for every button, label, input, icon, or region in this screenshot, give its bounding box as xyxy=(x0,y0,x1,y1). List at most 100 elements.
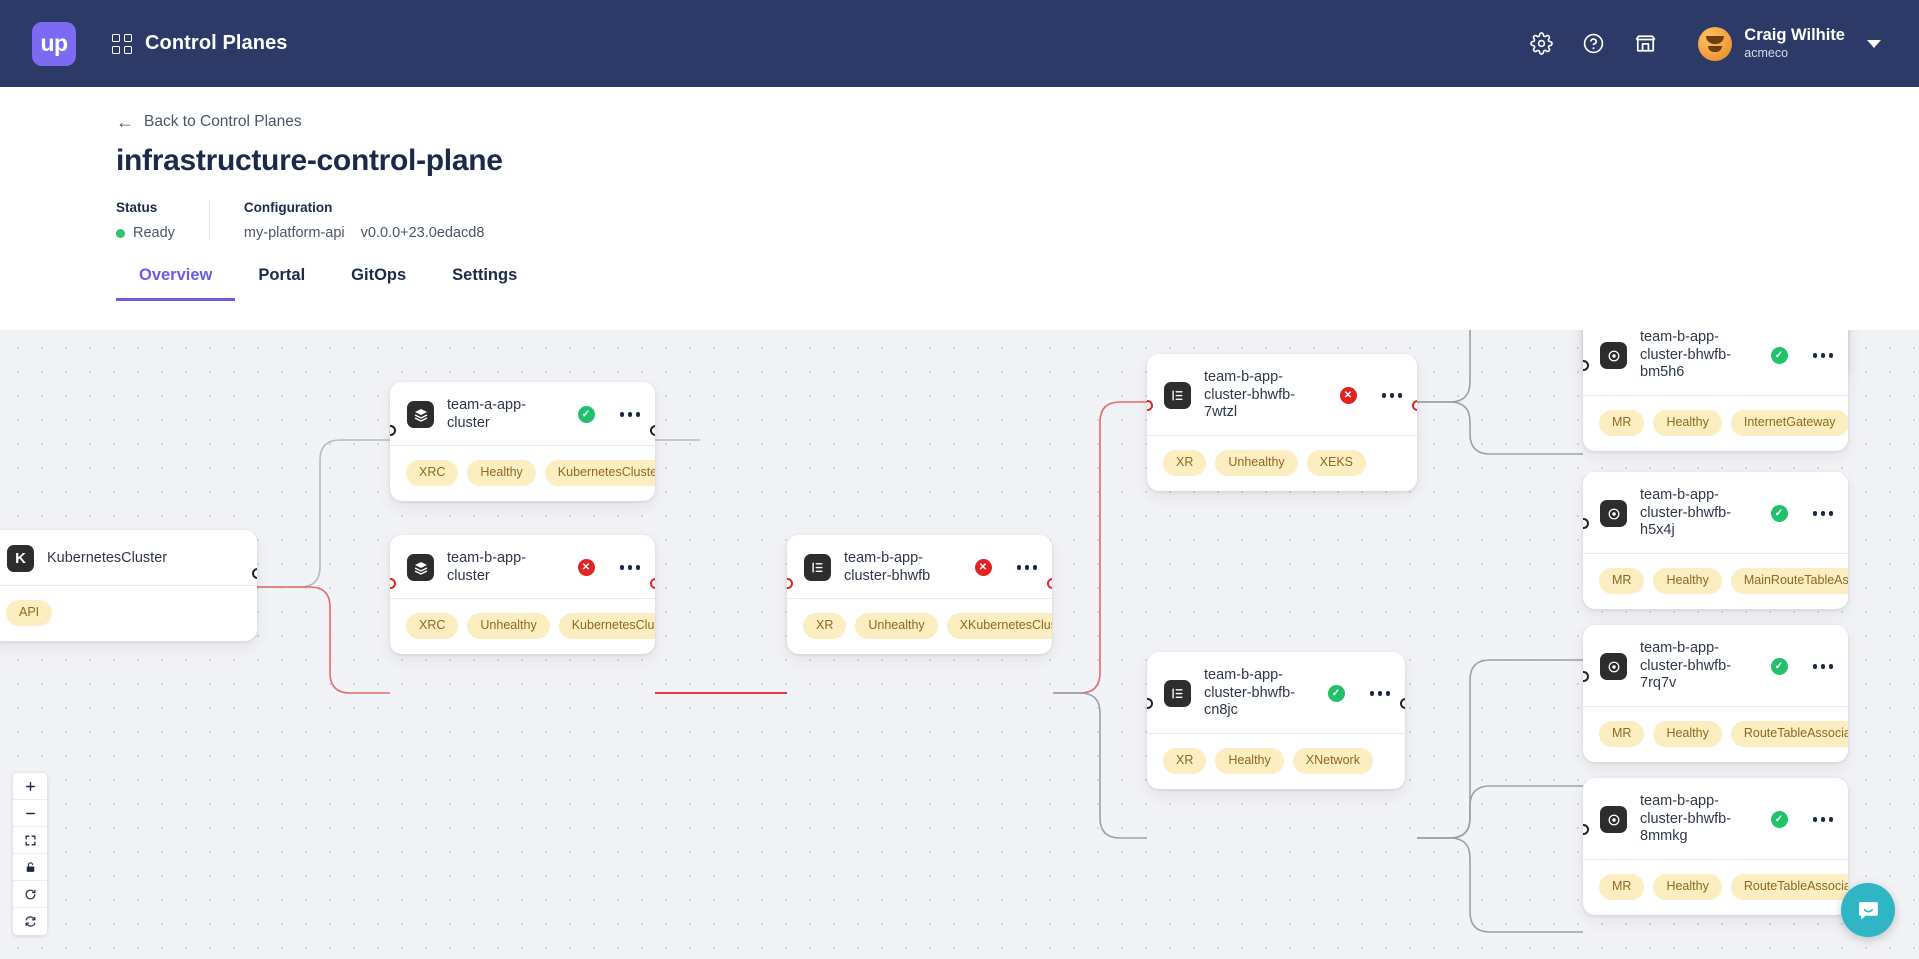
tab-bar: Overview Portal GitOps Settings xyxy=(0,265,1919,301)
node-title: team-a-app-cluster xyxy=(447,397,526,431)
node-header: team-b-app-cluster-bhwfb-7wtzl ✕ xyxy=(1147,354,1417,435)
node-port-right[interactable] xyxy=(1046,577,1052,589)
node-tags: MR Healthy MainRouteTableAssociation xyxy=(1583,554,1848,609)
tag-type: XNetwork xyxy=(1292,748,1373,774)
tag-type: KubernetesCluster xyxy=(558,613,655,639)
zoom-out-button[interactable] xyxy=(13,800,47,827)
node-header: team-b-app-cluster-bhwfb-bm5h6 ✓ xyxy=(1583,330,1848,395)
marketplace-icon[interactable] xyxy=(1632,31,1658,57)
node-menu-button[interactable] xyxy=(1016,565,1037,570)
resource-graph-canvas[interactable]: K KubernetesCluster API team-a-app-clust… xyxy=(0,330,1919,959)
gear-icon[interactable] xyxy=(1528,31,1554,57)
node-divider xyxy=(1583,553,1848,555)
node-menu-button[interactable] xyxy=(1812,817,1833,822)
reset-button[interactable] xyxy=(13,881,47,908)
node-port-right[interactable] xyxy=(1411,400,1417,412)
node-divider xyxy=(1583,859,1848,861)
graph-node-team-b-app-cluster-bhwfb[interactable]: team-b-app-cluster-bhwfb ✕ XR Unhealthy … xyxy=(787,535,1052,654)
user-menu[interactable]: Craig Wilhite acmeco xyxy=(1698,26,1881,61)
tab-settings[interactable]: Settings xyxy=(452,266,518,284)
configuration-version: v0.0.0+23.0edacd8 xyxy=(360,225,485,241)
graph-node-team-b-app-cluster-bhwfb-7rq7v[interactable]: team-b-app-cluster-bhwfb-7rq7v ✓ MR Heal… xyxy=(1583,625,1848,762)
tag-kind: MR xyxy=(1599,410,1645,436)
tag-kind: XR xyxy=(1163,748,1207,774)
status-healthy-icon: ✓ xyxy=(1770,811,1788,829)
graph-node-team-b-app-cluster[interactable]: team-b-app-cluster ✕ XRC Unhealthy Kuber… xyxy=(390,535,655,654)
graph-node-team-b-app-cluster-bhwfb-7wtzl[interactable]: team-b-app-cluster-bhwfb-7wtzl ✕ XR Unhe… xyxy=(1147,354,1417,491)
node-port-left[interactable] xyxy=(390,424,396,436)
node-menu-button[interactable] xyxy=(619,565,640,570)
node-divider xyxy=(1583,706,1848,708)
tag-health: Unhealthy xyxy=(467,613,550,639)
tag-health: Unhealthy xyxy=(855,613,938,639)
status-label: Status xyxy=(116,200,158,215)
tag-type: XKubernetesCluster xyxy=(946,613,1052,639)
node-port-left[interactable] xyxy=(1147,698,1153,710)
node-tags: XR Unhealthy XEKS xyxy=(1147,436,1417,491)
managed-resource-icon xyxy=(1600,500,1627,528)
tab-portal[interactable]: Portal xyxy=(258,266,306,284)
chevron-down-icon xyxy=(1867,39,1881,48)
graph-node-team-b-app-cluster-bhwfb-8mmkg[interactable]: team-b-app-cluster-bhwfb-8mmkg ✓ MR Heal… xyxy=(1583,778,1848,915)
node-menu-button[interactable] xyxy=(1812,353,1833,358)
node-port-right[interactable] xyxy=(1399,698,1405,710)
status-unhealthy-icon: ✕ xyxy=(974,559,992,577)
nav-control-planes[interactable]: Control Planes xyxy=(112,32,288,55)
lock-button[interactable] xyxy=(13,854,47,881)
status-dot-icon xyxy=(116,228,125,238)
graph-node-team-a-app-cluster[interactable]: team-a-app-cluster ✓ XRC Healthy Kuberne… xyxy=(390,382,655,501)
fit-view-button[interactable] xyxy=(13,827,47,854)
status-healthy-icon: ✓ xyxy=(577,406,595,424)
node-tags: API xyxy=(0,586,257,641)
tag-health: Healthy xyxy=(467,460,536,486)
resource-icon xyxy=(1164,680,1191,708)
node-header: team-b-app-cluster-bhwfb-7rq7v ✓ xyxy=(1583,625,1848,706)
tab-gitops[interactable]: GitOps xyxy=(351,266,407,284)
node-menu-button[interactable] xyxy=(1812,511,1833,516)
node-divider xyxy=(390,598,655,600)
zoom-in-button[interactable] xyxy=(13,773,47,800)
back-to-control-planes-link[interactable]: ← Back to Control Planes xyxy=(116,113,302,131)
help-icon[interactable] xyxy=(1580,31,1606,57)
status-healthy-icon: ✓ xyxy=(1327,685,1345,703)
node-port-left[interactable] xyxy=(1583,671,1589,683)
node-divider xyxy=(1583,395,1848,397)
node-divider xyxy=(1147,435,1417,437)
node-title: team-b-app-cluster xyxy=(447,550,526,584)
node-menu-button[interactable] xyxy=(1812,664,1833,669)
arrow-left-icon: ← xyxy=(116,112,134,132)
graph-node-kubernetescluster[interactable]: K KubernetesCluster API xyxy=(0,530,257,641)
node-menu-button[interactable] xyxy=(1369,691,1390,696)
configuration-label: Configuration xyxy=(243,200,333,215)
node-port-left[interactable] xyxy=(787,577,793,589)
node-port-right[interactable] xyxy=(649,577,655,589)
nav-title: Control Planes xyxy=(145,32,288,54)
upbound-logo[interactable]: up xyxy=(32,21,76,66)
graph-node-team-b-app-cluster-bhwfb-h5x4j[interactable]: team-b-app-cluster-bhwfb-h5x4j ✓ MR Heal… xyxy=(1583,472,1848,609)
graph-node-team-b-app-cluster-bhwfb-bm5h6[interactable]: team-b-app-cluster-bhwfb-bm5h6 ✓ MR Heal… xyxy=(1583,330,1848,451)
top-navigation-bar: up Control Planes Craig Wilhite acmeco xyxy=(0,0,1919,87)
user-name: Craig Wilhite xyxy=(1744,25,1845,44)
node-port-left[interactable] xyxy=(1147,400,1153,412)
tab-overview[interactable]: Overview xyxy=(116,266,236,301)
tag-type: XEKS xyxy=(1306,450,1367,476)
support-chat-button[interactable] xyxy=(1841,883,1895,937)
node-port-right[interactable] xyxy=(251,568,257,580)
graph-node-team-b-app-cluster-bhwfb-cn8jc[interactable]: team-b-app-cluster-bhwfb-cn8jc ✓ XR Heal… xyxy=(1147,652,1405,789)
page-header: ← Back to Control Planes infrastructure-… xyxy=(0,87,1919,241)
auto-refresh-button[interactable] xyxy=(13,908,47,935)
tag-health: Unhealthy xyxy=(1215,450,1298,476)
node-menu-button[interactable] xyxy=(1381,393,1402,398)
node-port-left[interactable] xyxy=(1583,360,1589,372)
node-title: team-b-app-cluster-bhwfb-cn8jc xyxy=(1204,667,1296,719)
layers-icon xyxy=(407,554,434,582)
status-value: Ready xyxy=(133,225,175,241)
node-title: team-b-app-cluster-bhwfb-bm5h6 xyxy=(1640,330,1732,381)
node-port-left[interactable] xyxy=(1583,824,1589,836)
node-header: team-b-app-cluster-bhwfb-cn8jc ✓ xyxy=(1147,652,1405,733)
node-menu-button[interactable] xyxy=(619,412,640,417)
node-port-left[interactable] xyxy=(390,577,396,589)
node-port-left[interactable] xyxy=(1583,518,1589,530)
tag-kind: MR xyxy=(1599,874,1645,900)
node-port-right[interactable] xyxy=(649,424,655,436)
